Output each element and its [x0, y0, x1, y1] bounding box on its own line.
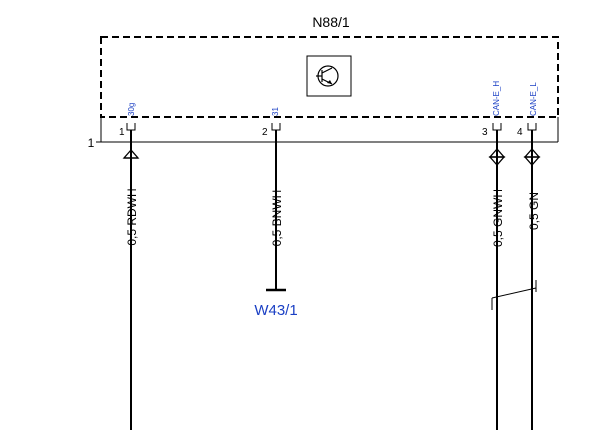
pin-3-terminal: [492, 123, 502, 131]
wire-2-label: 0,5 BNWH: [270, 190, 284, 247]
wire-3-label: 0,5 GNWH: [491, 189, 505, 247]
wire-4-bidirectional-arrow: [523, 148, 541, 166]
pin-1-number: 1: [119, 127, 125, 138]
wire-4: [523, 130, 541, 430]
symbol-box: [306, 55, 352, 97]
pin-1-signal: 30g: [127, 103, 136, 116]
pin-1-terminal: [126, 123, 136, 131]
sensor-symbol: [306, 55, 352, 97]
wire-1: [122, 130, 140, 430]
pin-2-signal: 31: [271, 107, 280, 116]
component-title: N88/1: [312, 14, 350, 30]
pin-3-signal: CAN-E_H: [492, 81, 501, 116]
connector-number: 1: [88, 136, 95, 150]
pin-3-number: 3: [482, 127, 488, 138]
wire-4-label: 0,5 GN: [527, 192, 541, 230]
pin-4-number: 4: [517, 127, 523, 138]
connector-strip: [96, 117, 559, 143]
wire-1-label: 0,5 RDWH: [125, 188, 139, 245]
pin-2-terminal: [271, 123, 281, 131]
component-boundary: [100, 36, 559, 118]
twisted-pair-marker: [491, 280, 537, 310]
wire-3-bidirectional-arrow: [488, 148, 506, 166]
pin-4-terminal: [527, 123, 537, 131]
ground-reference-link[interactable]: W43/1: [254, 302, 297, 319]
sensor-circle-icon: [316, 65, 339, 87]
pin-2-number: 2: [262, 127, 268, 138]
pin-4-signal: CAN-E_L: [529, 82, 538, 116]
wire-3: [488, 130, 506, 430]
